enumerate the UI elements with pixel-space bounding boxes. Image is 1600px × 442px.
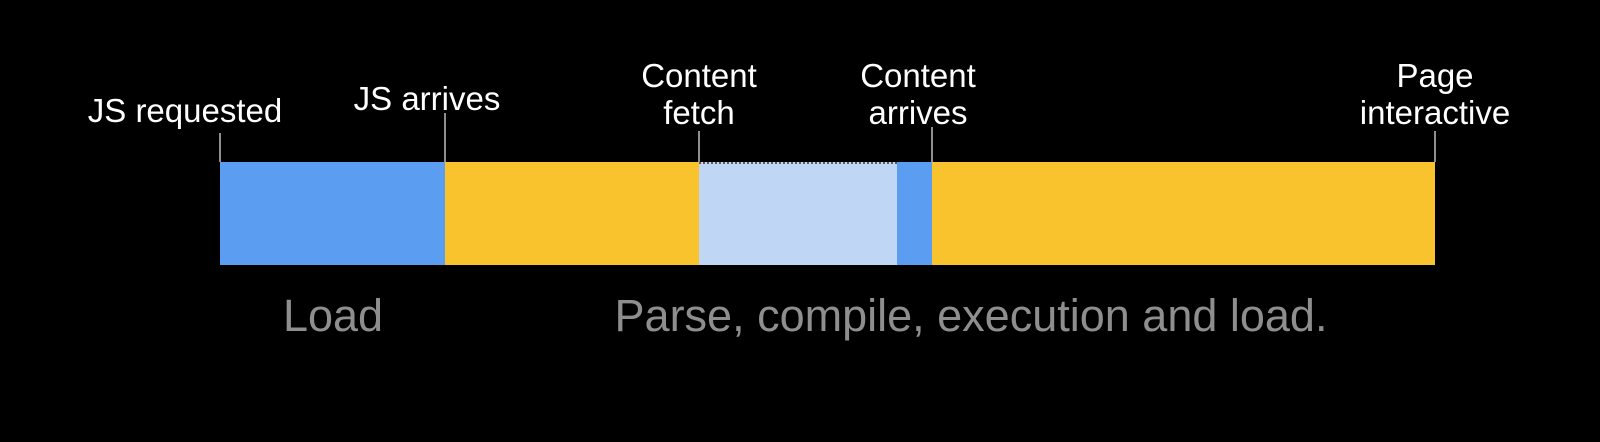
parse-caption: Parse, compile, execution and load. (614, 290, 1328, 341)
js-arrives-tick-line (444, 113, 446, 162)
content-download-segment (897, 162, 932, 265)
js-requested-tick-line (219, 133, 221, 162)
content-fetch-label: Content fetch (641, 57, 757, 131)
timeline-bar (220, 162, 1435, 265)
js-arrives-label: JS arrives (353, 80, 501, 117)
content-arrives-label: Content arrives (860, 57, 976, 131)
content-fetch-tick-line (698, 131, 700, 162)
page-interactive-label: Page interactive (1359, 57, 1511, 131)
parse-compile-segment-2 (932, 162, 1435, 265)
js-download-segment (220, 162, 445, 265)
page-interactive-tick-line (1434, 131, 1436, 162)
content-fetch-segment (699, 162, 897, 265)
content-arrives-tick-line (931, 127, 933, 162)
parse-compile-segment-1 (445, 162, 699, 265)
js-requested-label: JS requested (87, 92, 283, 129)
load-caption: Load (282, 290, 384, 341)
